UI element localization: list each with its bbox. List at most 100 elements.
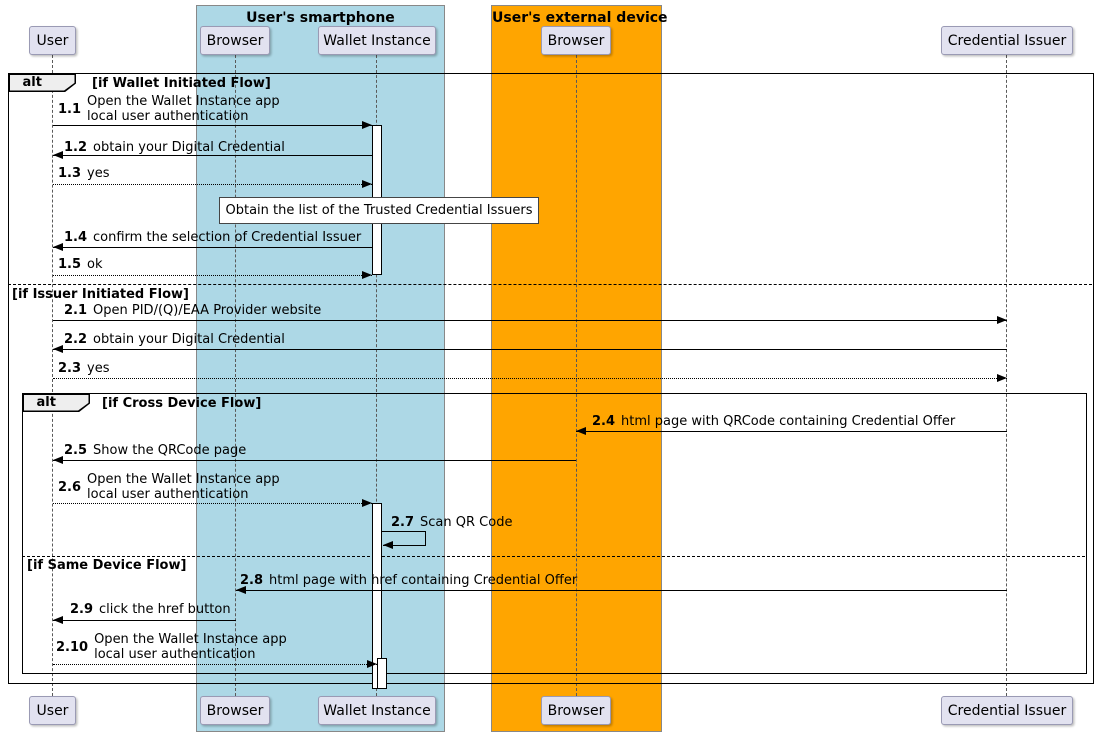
message-text: html page with href containing Credentia… bbox=[269, 573, 578, 588]
arrow-2-4 bbox=[576, 431, 1007, 432]
message-number: 2.7 bbox=[391, 515, 415, 530]
message-text: local user authentication bbox=[87, 487, 249, 502]
participant-label: User bbox=[36, 702, 69, 719]
participant-label: Credential Issuer bbox=[947, 702, 1067, 719]
participant-label: Browser bbox=[547, 702, 605, 719]
arrow-1-3 bbox=[53, 184, 372, 185]
arrow-2-7-side bbox=[425, 531, 426, 546]
participant-browser-external-top: Browser bbox=[541, 26, 611, 55]
condition-same-device: [if Same Device Flow] bbox=[27, 558, 187, 573]
arrowhead-left bbox=[576, 427, 586, 435]
arrow-1-2 bbox=[53, 155, 372, 156]
arrowhead-left bbox=[236, 586, 246, 594]
divider-same-device bbox=[22, 556, 1085, 557]
message-text: Open the Wallet Instance app bbox=[87, 94, 280, 109]
message-text: Open PID/(Q)/EAA Provider website bbox=[93, 303, 322, 318]
condition-cross-device: [if Cross Device Flow] bbox=[102, 396, 262, 411]
participant-user-top: User bbox=[29, 26, 76, 55]
message-number: 2.9 bbox=[70, 602, 94, 617]
lifeline-wallet-instance bbox=[376, 55, 377, 696]
message-number: 2.4 bbox=[592, 414, 616, 429]
participant-wallet-instance-bottom: Wallet Instance bbox=[318, 696, 436, 725]
message-number: 1.3 bbox=[58, 166, 82, 181]
message-number: 2.10 bbox=[56, 639, 89, 655]
message-number: 2.5 bbox=[64, 443, 88, 458]
alt-frame-inner-tab: alt bbox=[22, 393, 90, 412]
message-text: obtain your Digital Credential bbox=[93, 140, 285, 155]
arrow-2-3 bbox=[53, 378, 1007, 379]
message-2-3: 2.3 yes bbox=[58, 361, 110, 376]
alt-frame-inner bbox=[22, 393, 1087, 674]
arrowhead-right bbox=[362, 121, 372, 129]
participant-label: Credential Issuer bbox=[947, 32, 1067, 49]
message-text: obtain your Digital Credential bbox=[93, 332, 285, 347]
arrow-1-5 bbox=[53, 275, 372, 276]
message-text: yes bbox=[87, 361, 110, 376]
message-1-2: 1.2 obtain your Digital Credential bbox=[64, 140, 285, 155]
lifeline-browser-external bbox=[576, 55, 577, 696]
arrowhead-left bbox=[53, 151, 63, 159]
message-number: 1.4 bbox=[64, 230, 88, 245]
message-text: Show the QRCode page bbox=[93, 443, 247, 458]
message-text: local user authentication bbox=[87, 109, 249, 124]
message-2-2: 2.2 obtain your Digital Credential bbox=[64, 332, 285, 347]
arrowhead-left bbox=[53, 456, 63, 464]
arrow-1-4 bbox=[53, 247, 372, 248]
alt-frame-outer-tab: alt bbox=[8, 73, 76, 92]
divider-issuer-initiated bbox=[8, 284, 1092, 285]
arrowhead-left bbox=[53, 616, 63, 624]
message-1-5: 1.5 ok bbox=[58, 257, 103, 272]
message-2-7: 2.7 Scan QR Code bbox=[391, 515, 512, 530]
arrow-2-8 bbox=[236, 590, 1007, 591]
box-title-smartphone: User's smartphone bbox=[246, 10, 395, 26]
participant-credential-issuer-bottom: Credential Issuer bbox=[941, 696, 1073, 725]
participant-label: Wallet Instance bbox=[323, 32, 431, 49]
arrow-2-7-top bbox=[382, 531, 425, 532]
arrow-2-2 bbox=[53, 349, 1007, 350]
message-text: Open the Wallet Instance app bbox=[94, 632, 287, 647]
message-text: html page with QRCode containing Credent… bbox=[621, 414, 956, 429]
message-text: click the href button bbox=[99, 602, 231, 617]
arrow-2-7-bottom bbox=[383, 545, 425, 546]
message-1-4: 1.4 confirm the selection of Credential … bbox=[64, 230, 361, 245]
message-number: 2.3 bbox=[58, 361, 82, 376]
arrowhead-left bbox=[53, 345, 63, 353]
participant-wallet-instance-top: Wallet Instance bbox=[318, 26, 436, 55]
arrowhead-right bbox=[362, 499, 372, 507]
arrow-2-6 bbox=[53, 503, 372, 504]
alt-frame-outer bbox=[8, 73, 1094, 684]
message-number: 2.2 bbox=[64, 332, 88, 347]
message-2-1: 2.1 Open PID/(Q)/EAA Provider website bbox=[64, 303, 321, 318]
participant-browser-smartphone-top: Browser bbox=[200, 26, 270, 55]
participant-label: Browser bbox=[547, 32, 605, 49]
message-2-8: 2.8 html page with href containing Crede… bbox=[240, 573, 577, 588]
arrowhead-left bbox=[383, 541, 393, 549]
arrowhead-right bbox=[997, 316, 1007, 324]
box-users-smartphone: User's smartphone bbox=[196, 5, 445, 732]
alt-frame-inner-tab-label: alt bbox=[23, 394, 89, 411]
message-text: local user authentication bbox=[94, 647, 256, 662]
participant-label: Wallet Instance bbox=[323, 702, 431, 719]
lifeline-user bbox=[52, 55, 53, 696]
message-number: 2.1 bbox=[64, 303, 88, 318]
message-text: Scan QR Code bbox=[420, 515, 513, 530]
participant-user-bottom: User bbox=[29, 696, 76, 725]
arrow-2-9 bbox=[53, 620, 236, 621]
message-text: ok bbox=[87, 257, 103, 272]
arrow-2-1 bbox=[53, 320, 1007, 321]
message-number: 1.1 bbox=[58, 101, 82, 117]
alt-frame-outer-tab-label: alt bbox=[9, 74, 75, 91]
arrow-2-5 bbox=[53, 460, 576, 461]
message-text: yes bbox=[87, 166, 110, 181]
lifeline-browser-smartphone bbox=[235, 55, 236, 696]
box-title-external-device: User's external device bbox=[492, 10, 668, 26]
message-2-9: 2.9 click the href button bbox=[70, 602, 231, 617]
participant-browser-external-bottom: Browser bbox=[541, 696, 611, 725]
message-number: 1.2 bbox=[64, 140, 88, 155]
participant-label: Browser bbox=[206, 702, 264, 719]
arrowhead-right bbox=[362, 180, 372, 188]
